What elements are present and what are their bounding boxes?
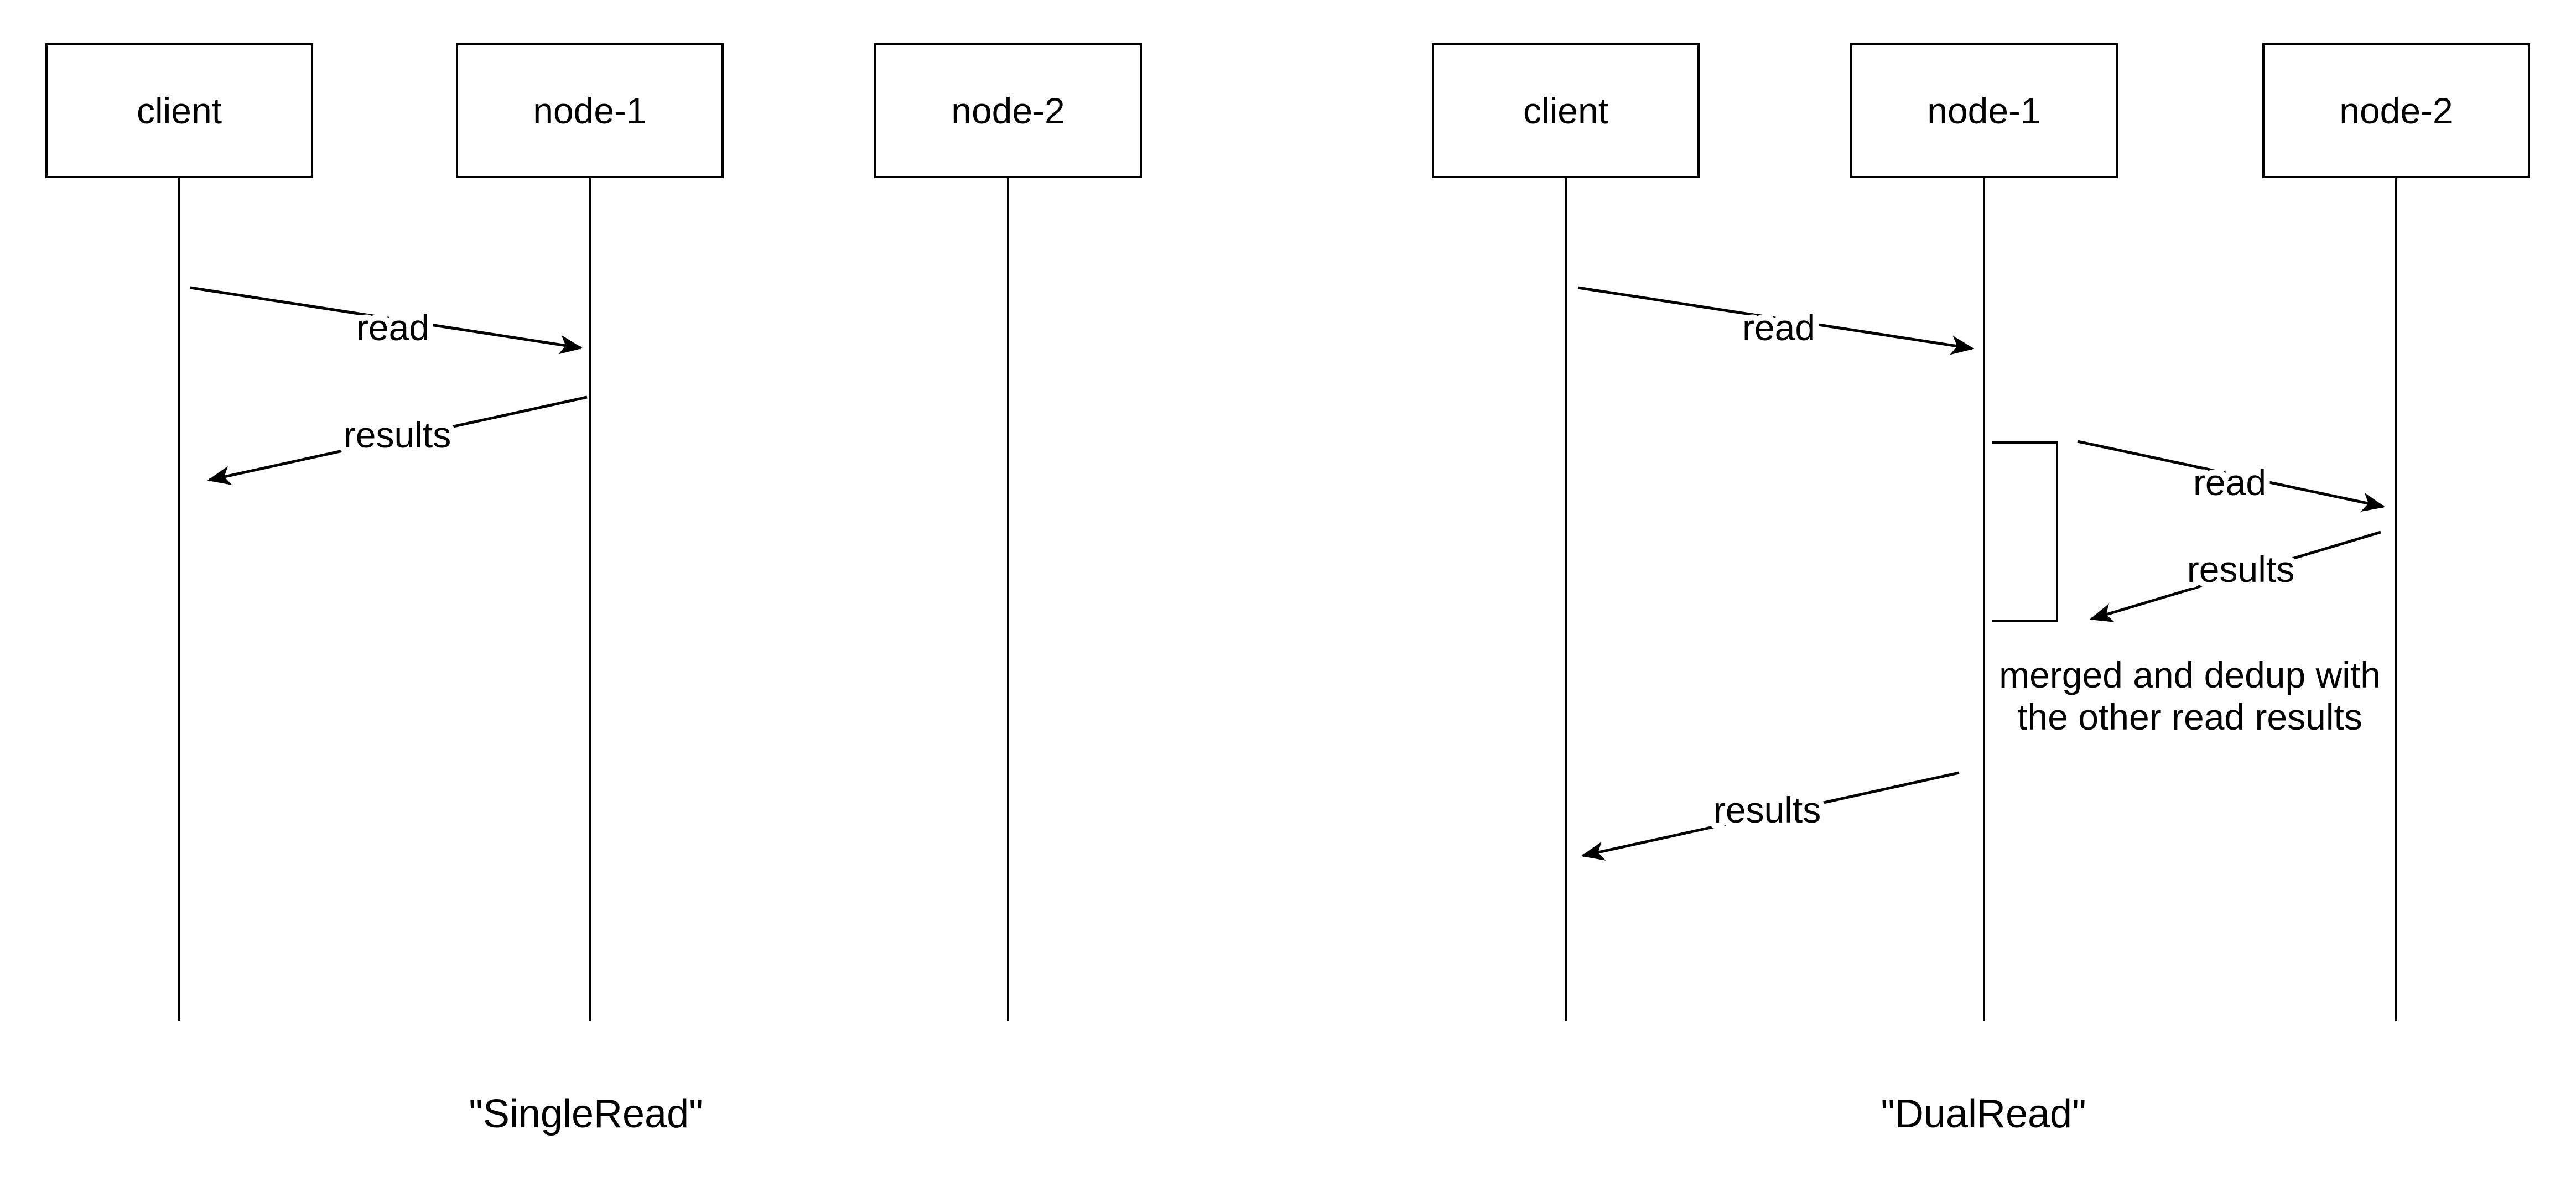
message-label-read-2: read [2193,462,2266,503]
panel-dualread: client node-1 node-2 read read results m… [1432,43,2530,1136]
actor-label-node-2: node-2 [951,90,1065,131]
actor-label-client: client [1523,90,1608,131]
panel-singleread: client node-1 node-2 read results "Singl… [45,43,1142,1136]
actor-label-client: client [137,90,222,131]
actor-box-node-2 [874,43,1142,178]
message-arrow-results-1 [2089,530,2381,622]
actor-label-node-1: node-1 [1927,90,2041,131]
message-label-results-1: results [2187,549,2294,590]
message-arrow-read-2 [2077,440,2386,512]
message-arrow-read-1 [1577,286,1975,355]
message-label-results: results [344,414,451,455]
message-label-read-1: read [1742,307,1815,348]
actor-box-node-1 [1850,43,2118,178]
actor-label-node-1: node-1 [533,90,647,131]
note-line-2: the other read results [2017,696,2362,737]
caption-dualread: "DualRead" [1881,1092,2086,1136]
actor-box-client [1432,43,1700,178]
actor-box-client [45,43,313,178]
activation-bracket-node-1 [1992,441,2058,622]
message-arrow-results [207,395,588,485]
message-arrow-results-2 [1581,771,1960,861]
actor-box-node-1 [456,43,724,178]
message-label-read: read [356,307,429,348]
message-arrow-read [190,286,583,355]
actor-label-node-2: node-2 [2339,90,2453,131]
message-label-results-2: results [1713,789,1821,830]
actor-box-node-2 [2262,43,2530,178]
note-line-1: merged and dedup with [1999,654,2381,695]
caption-singleread: "SingleRead" [469,1092,703,1136]
